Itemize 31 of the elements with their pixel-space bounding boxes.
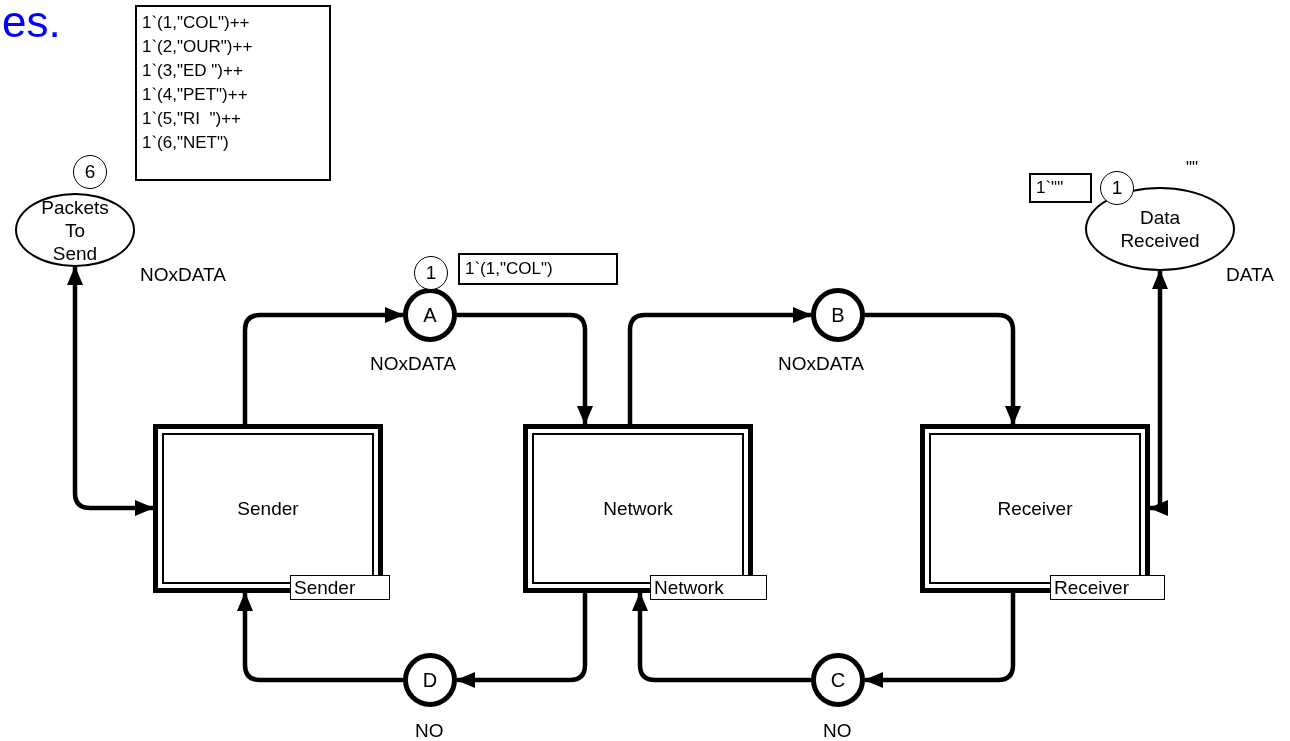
arc-arrow: [242, 307, 404, 424]
arc-arrow: [456, 593, 588, 688]
subpage-tag: Network: [650, 575, 767, 600]
color-set-label: NO: [415, 720, 444, 741]
color-set-label: NOxDATA: [370, 353, 456, 375]
token-count: 1: [414, 256, 448, 290]
place-circle: D: [403, 653, 457, 707]
arc-arrow: [864, 593, 1016, 688]
place-circle: B: [811, 288, 865, 342]
arc-arrow: [865, 312, 1021, 425]
subpage-tag: Receiver: [1050, 575, 1165, 600]
token-count: 1: [1100, 171, 1134, 205]
color-set-label: NOxDATA: [140, 264, 226, 286]
arc-arrow: [627, 307, 812, 424]
arc-arrow: [632, 592, 811, 683]
marking-box: 1`"": [1029, 173, 1092, 203]
arc-arrow: [237, 592, 403, 683]
color-set-label: NOxDATA: [778, 353, 864, 375]
arc-arrow: [457, 312, 593, 425]
arc-arrow: [67, 266, 154, 516]
color-set-label: NO: [823, 720, 852, 741]
token-count: 6: [73, 155, 107, 189]
arc-arrow: [1149, 270, 1168, 516]
marking-box: 1`(1,"COL"): [458, 253, 618, 285]
place-ellipse: Packets To Send: [15, 193, 135, 267]
place-circle: A: [403, 288, 457, 342]
place-circle: C: [811, 653, 865, 707]
marking-box: 1`(1,"COL")++ 1`(2,"OUR")++ 1`(3,"ED ")++ 1`(4,"PET")++ 1`(5,"RI ")++ 1`(6,"NET"): [135, 5, 331, 181]
initial-marking-label: "": [1186, 158, 1199, 178]
subpage-tag: Sender: [290, 575, 390, 600]
title-fragment: es.: [2, 0, 61, 44]
